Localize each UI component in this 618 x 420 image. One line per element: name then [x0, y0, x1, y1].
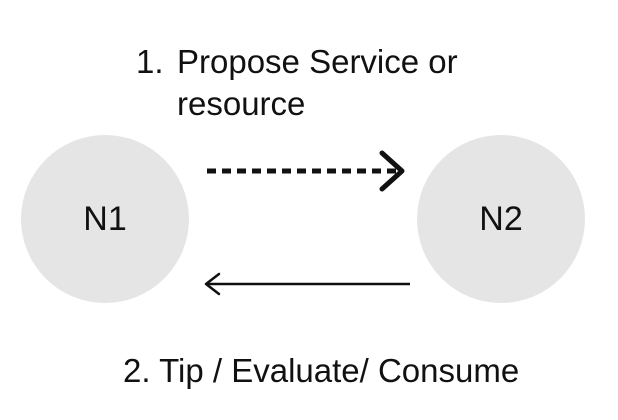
step-1-text: Propose Service or resource	[177, 43, 458, 122]
propose-arrow	[207, 150, 405, 192]
node-n1: N1	[21, 135, 189, 303]
step-2-label: 2. Tip / Evaluate/ Consume	[123, 352, 520, 389]
step-1-label: 1. Propose Service or resource	[136, 41, 507, 125]
node-n2: N2	[417, 135, 585, 303]
step-1-number: 1.	[136, 43, 164, 80]
node-n2-label: N2	[479, 199, 523, 238]
tip-arrow	[204, 272, 410, 296]
node-n1-label: N1	[83, 199, 127, 238]
propose-arrow-head	[379, 150, 405, 192]
tip-arrow-head	[204, 272, 221, 296]
